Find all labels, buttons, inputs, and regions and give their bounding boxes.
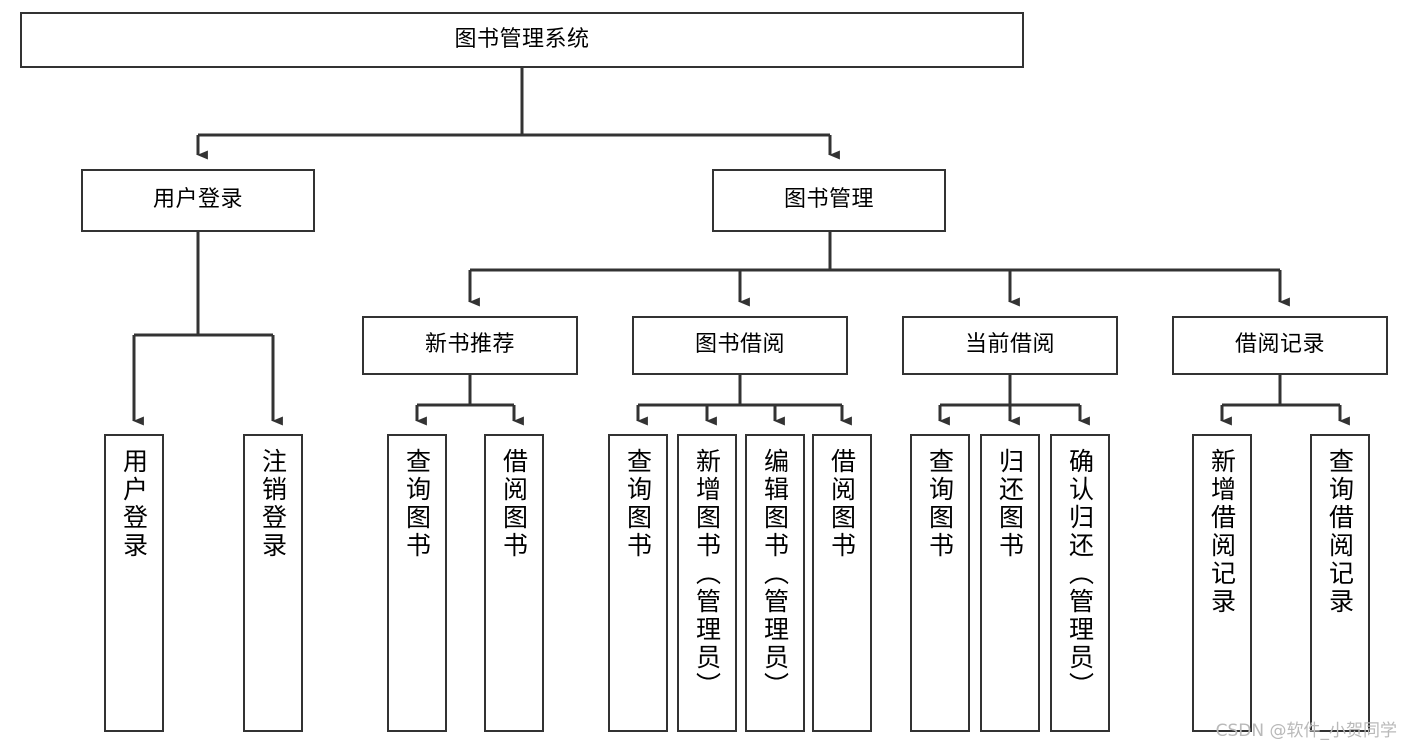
node-leaf-borrow-book-1[interactable]: 借阅图书 <box>484 434 544 732</box>
node-book-borrow[interactable]: 图书借阅 <box>632 316 848 375</box>
node-new-book-recommend[interactable]: 新书推荐 <box>362 316 578 375</box>
node-root-label: 图书管理系统 <box>454 26 590 52</box>
node-leaf-query-book-2[interactable]: 查询图书 <box>608 434 668 732</box>
node-borrow-record-label: 借阅记录 <box>1234 332 1325 358</box>
node-leaf-return-book-label: 归还图书 <box>995 448 1025 560</box>
node-book-management-label: 图书管理 <box>783 187 874 213</box>
watermark-text: CSDN @软件_小贺同学 <box>1215 721 1397 741</box>
node-leaf-add-record-label: 新增借阅记录 <box>1207 448 1237 616</box>
node-leaf-add-book[interactable]: 新增图书（管理员） <box>677 434 737 732</box>
node-leaf-query-book-1-label: 查询图书 <box>402 448 432 560</box>
node-leaf-confirm-return[interactable]: 确认归还（管理员） <box>1050 434 1110 732</box>
node-leaf-borrow-book-2[interactable]: 借阅图书 <box>812 434 872 732</box>
node-leaf-query-book-1[interactable]: 查询图书 <box>387 434 447 732</box>
node-leaf-edit-book[interactable]: 编辑图书（管理员） <box>745 434 805 732</box>
node-leaf-query-book-3[interactable]: 查询图书 <box>910 434 970 732</box>
node-user-login-label: 用户登录 <box>152 187 243 213</box>
node-leaf-borrow-book-1-label: 借阅图书 <box>499 448 529 560</box>
node-leaf-add-book-label: 新增图书（管理员） <box>692 448 722 700</box>
node-leaf-logout-login-label: 注销登录 <box>258 448 288 560</box>
node-leaf-query-book-2-label: 查询图书 <box>623 448 653 560</box>
node-new-book-recommend-label: 新书推荐 <box>424 332 515 358</box>
node-leaf-query-record[interactable]: 查询借阅记录 <box>1310 434 1370 732</box>
node-leaf-edit-book-label: 编辑图书（管理员） <box>760 448 790 700</box>
node-current-borrow[interactable]: 当前借阅 <box>902 316 1118 375</box>
node-leaf-query-record-label: 查询借阅记录 <box>1325 448 1355 616</box>
node-leaf-user-login-label: 用户登录 <box>119 448 149 560</box>
node-leaf-user-login[interactable]: 用户登录 <box>104 434 164 732</box>
node-leaf-borrow-book-2-label: 借阅图书 <box>827 448 857 560</box>
node-book-borrow-label: 图书借阅 <box>694 332 785 358</box>
node-user-login[interactable]: 用户登录 <box>81 169 315 232</box>
node-leaf-confirm-return-label: 确认归还（管理员） <box>1065 448 1095 700</box>
node-current-borrow-label: 当前借阅 <box>964 332 1055 358</box>
node-leaf-logout-login[interactable]: 注销登录 <box>243 434 303 732</box>
node-book-management[interactable]: 图书管理 <box>712 169 946 232</box>
node-root[interactable]: 图书管理系统 <box>20 12 1024 68</box>
node-leaf-query-book-3-label: 查询图书 <box>925 448 955 560</box>
node-leaf-return-book[interactable]: 归还图书 <box>980 434 1040 732</box>
node-borrow-record[interactable]: 借阅记录 <box>1172 316 1388 375</box>
node-leaf-add-record[interactable]: 新增借阅记录 <box>1192 434 1252 732</box>
